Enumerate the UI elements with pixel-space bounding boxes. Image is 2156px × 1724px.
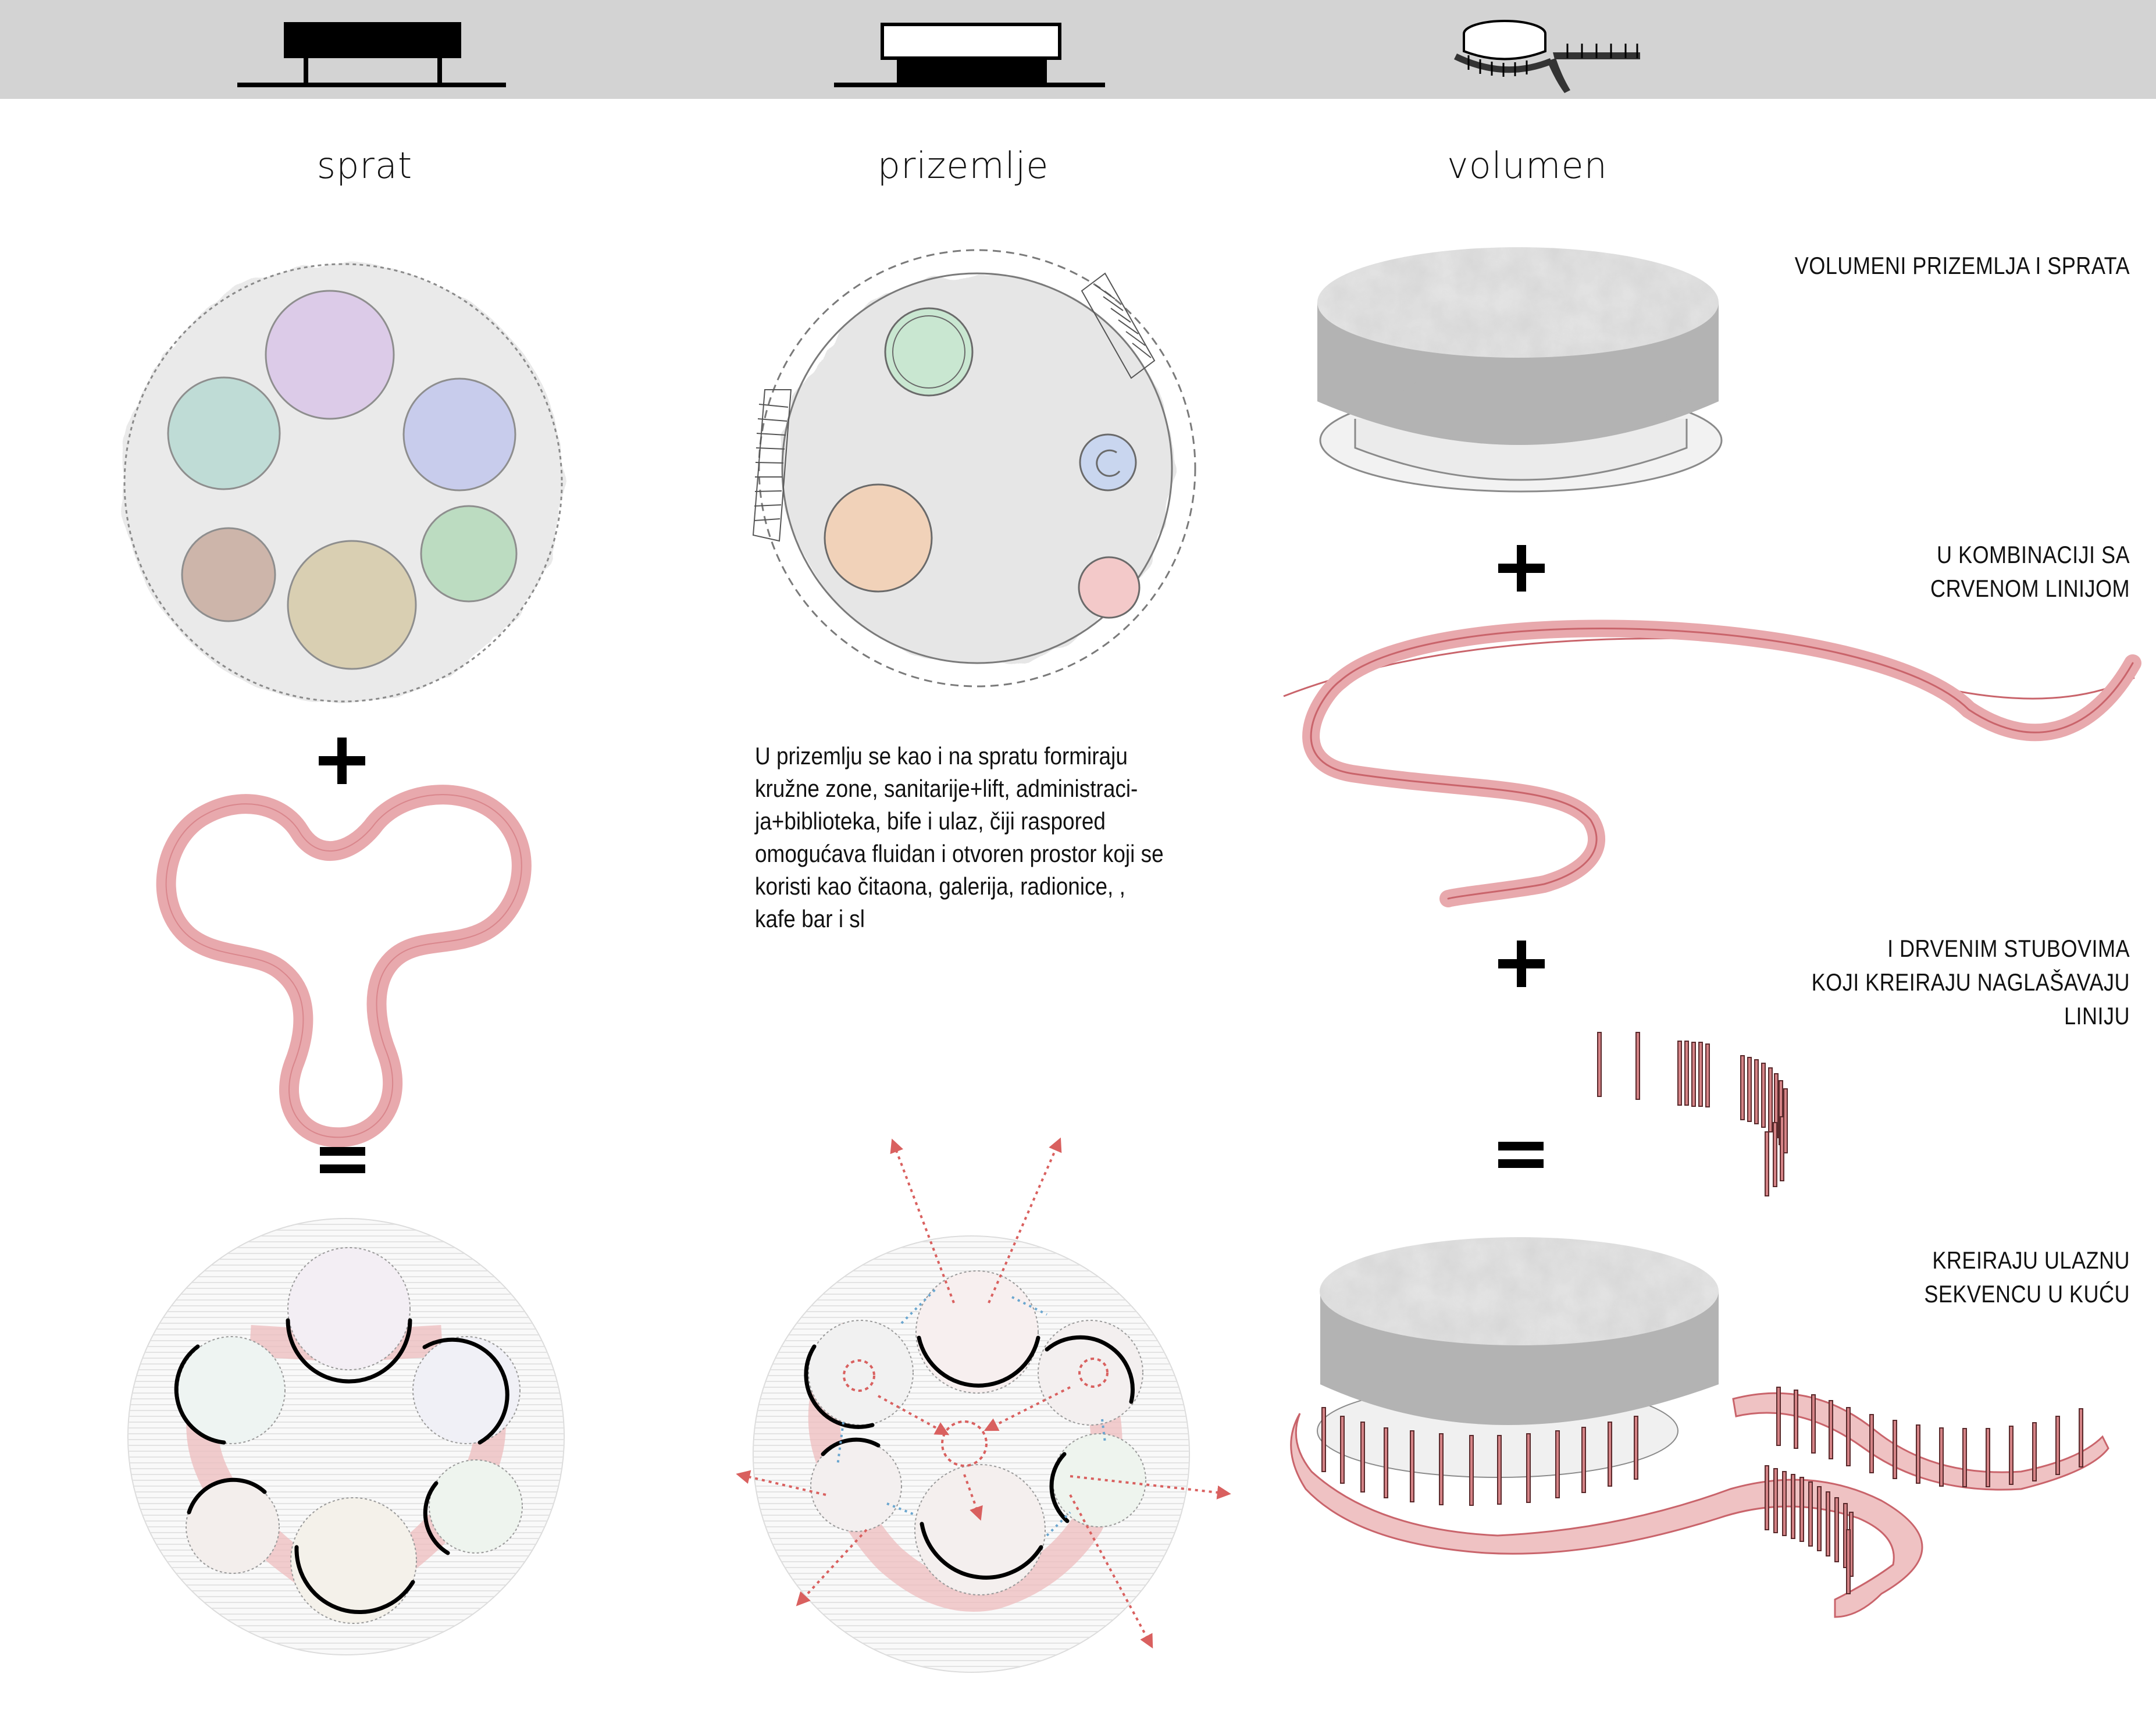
caption-line: KOJI KREIRAJU NAGLAŠAVAJU bbox=[1811, 968, 2130, 996]
plus-operator-3 bbox=[1498, 941, 1545, 987]
caption-sekvenca: KREIRAJU ULAZNU SEKVENCU U KUĆU bbox=[1680, 1244, 2130, 1311]
description-line: U prizemlju se kao i na spratu formiraju bbox=[755, 742, 1128, 770]
elevation-icon-prizemlje bbox=[834, 23, 1105, 87]
volume-icon bbox=[1454, 20, 1640, 93]
caption-line: U KOMBINACIJI SA bbox=[1936, 541, 2130, 568]
title-volumen: volumen bbox=[1447, 144, 1608, 187]
volume-massing bbox=[1317, 247, 1723, 493]
caption-line: SEKVENCU U KUĆU bbox=[1924, 1280, 2130, 1308]
final-volume bbox=[1290, 1237, 2109, 1618]
caption-line: VOLUMENI PRIZEMLJA I SPRATA bbox=[1794, 252, 2130, 279]
caption-line: I DRVENIM STUBOVIMA bbox=[1887, 935, 2130, 962]
description-line: kafe bar i sl bbox=[755, 905, 865, 932]
prizemlje-flow-plan bbox=[736, 1137, 1231, 1673]
description-line: koristi kao čitaona, galerija, radionice… bbox=[755, 872, 1125, 900]
sprat-combined-plan bbox=[127, 1218, 565, 1655]
equals-operator-1 bbox=[320, 1144, 366, 1178]
title-prizemlje: prizemlje bbox=[877, 144, 1049, 187]
description-line: ja+biblioteka, bife i ulaz, čiji raspore… bbox=[755, 807, 1106, 835]
plus-operator-2 bbox=[1498, 545, 1545, 592]
description-line: omogućava fluidan i otvoren prostor koji… bbox=[755, 840, 1164, 867]
caption-line: LINIJU bbox=[2064, 1002, 2130, 1030]
prizemlje-description: U prizemlju se kao i na spratu formiraju… bbox=[755, 740, 1164, 935]
description-line: kružne zone, sanitarije+lift, administra… bbox=[755, 775, 1138, 802]
timber-columns bbox=[1597, 1032, 1788, 1196]
caption-line: KREIRAJU ULAZNU bbox=[1932, 1246, 2130, 1274]
elevation-icon-sprat bbox=[237, 22, 506, 87]
title-sprat: sprat bbox=[316, 144, 413, 187]
caption-stubovi: I DRVENIM STUBOVIMA KOJI KREIRAJU NAGLAŠ… bbox=[1680, 932, 2130, 1033]
caption-line: CRVENOM LINIJOM bbox=[1930, 575, 2130, 602]
volume-red-line bbox=[1283, 619, 2141, 907]
caption-volumeni: VOLUMENI PRIZEMLJA I SPRATA bbox=[1680, 249, 2130, 283]
plus-operator-1 bbox=[319, 738, 365, 784]
prizemlje-floorplan bbox=[752, 249, 1196, 688]
equals-operator-2 bbox=[1498, 1138, 1545, 1173]
sprat-red-line bbox=[156, 785, 532, 1148]
caption-kombinacija: U KOMBINACIJI SA CRVENOM LINIJOM bbox=[1680, 538, 2130, 605]
sprat-floorplan bbox=[122, 262, 564, 704]
